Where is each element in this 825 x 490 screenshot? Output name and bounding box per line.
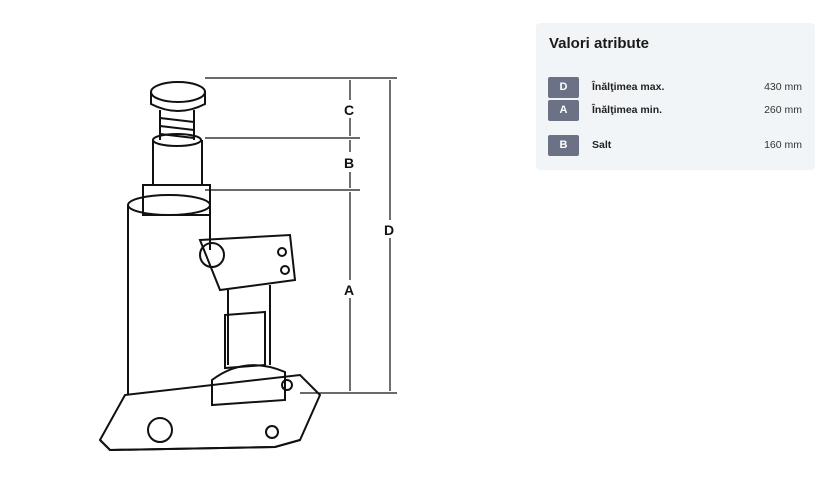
panel-title: Valori atribute: [549, 35, 650, 52]
dimension-label-d: D: [384, 222, 394, 238]
attribute-value: 260 mm: [764, 104, 802, 116]
attribute-label: Salt: [592, 139, 612, 151]
attribute-label: Înălţimea max.: [592, 81, 665, 93]
attribute-label: Înălţimea min.: [592, 104, 663, 116]
dimension-label-c: C: [344, 102, 354, 118]
attribute-code-badge: B: [548, 134, 579, 156]
dimension-label-a: A: [344, 282, 354, 298]
attribute-values-panel: Valori atribute D Înălţimea max. 430 mm …: [536, 23, 815, 170]
attribute-code-badge: A: [548, 99, 579, 121]
bottle-jack-diagram: C B A D: [98, 77, 397, 452]
attribute-row: B Salt 160 mm: [548, 134, 802, 156]
attribute-row: A Înălţimea min. 260 mm: [548, 99, 802, 121]
dimension-label-b: B: [344, 155, 354, 171]
attribute-code-badge: D: [548, 76, 579, 98]
attribute-value: 430 mm: [764, 81, 802, 93]
attribute-value: 160 mm: [764, 139, 802, 151]
attribute-row: D Înălţimea max. 430 mm: [548, 76, 802, 98]
